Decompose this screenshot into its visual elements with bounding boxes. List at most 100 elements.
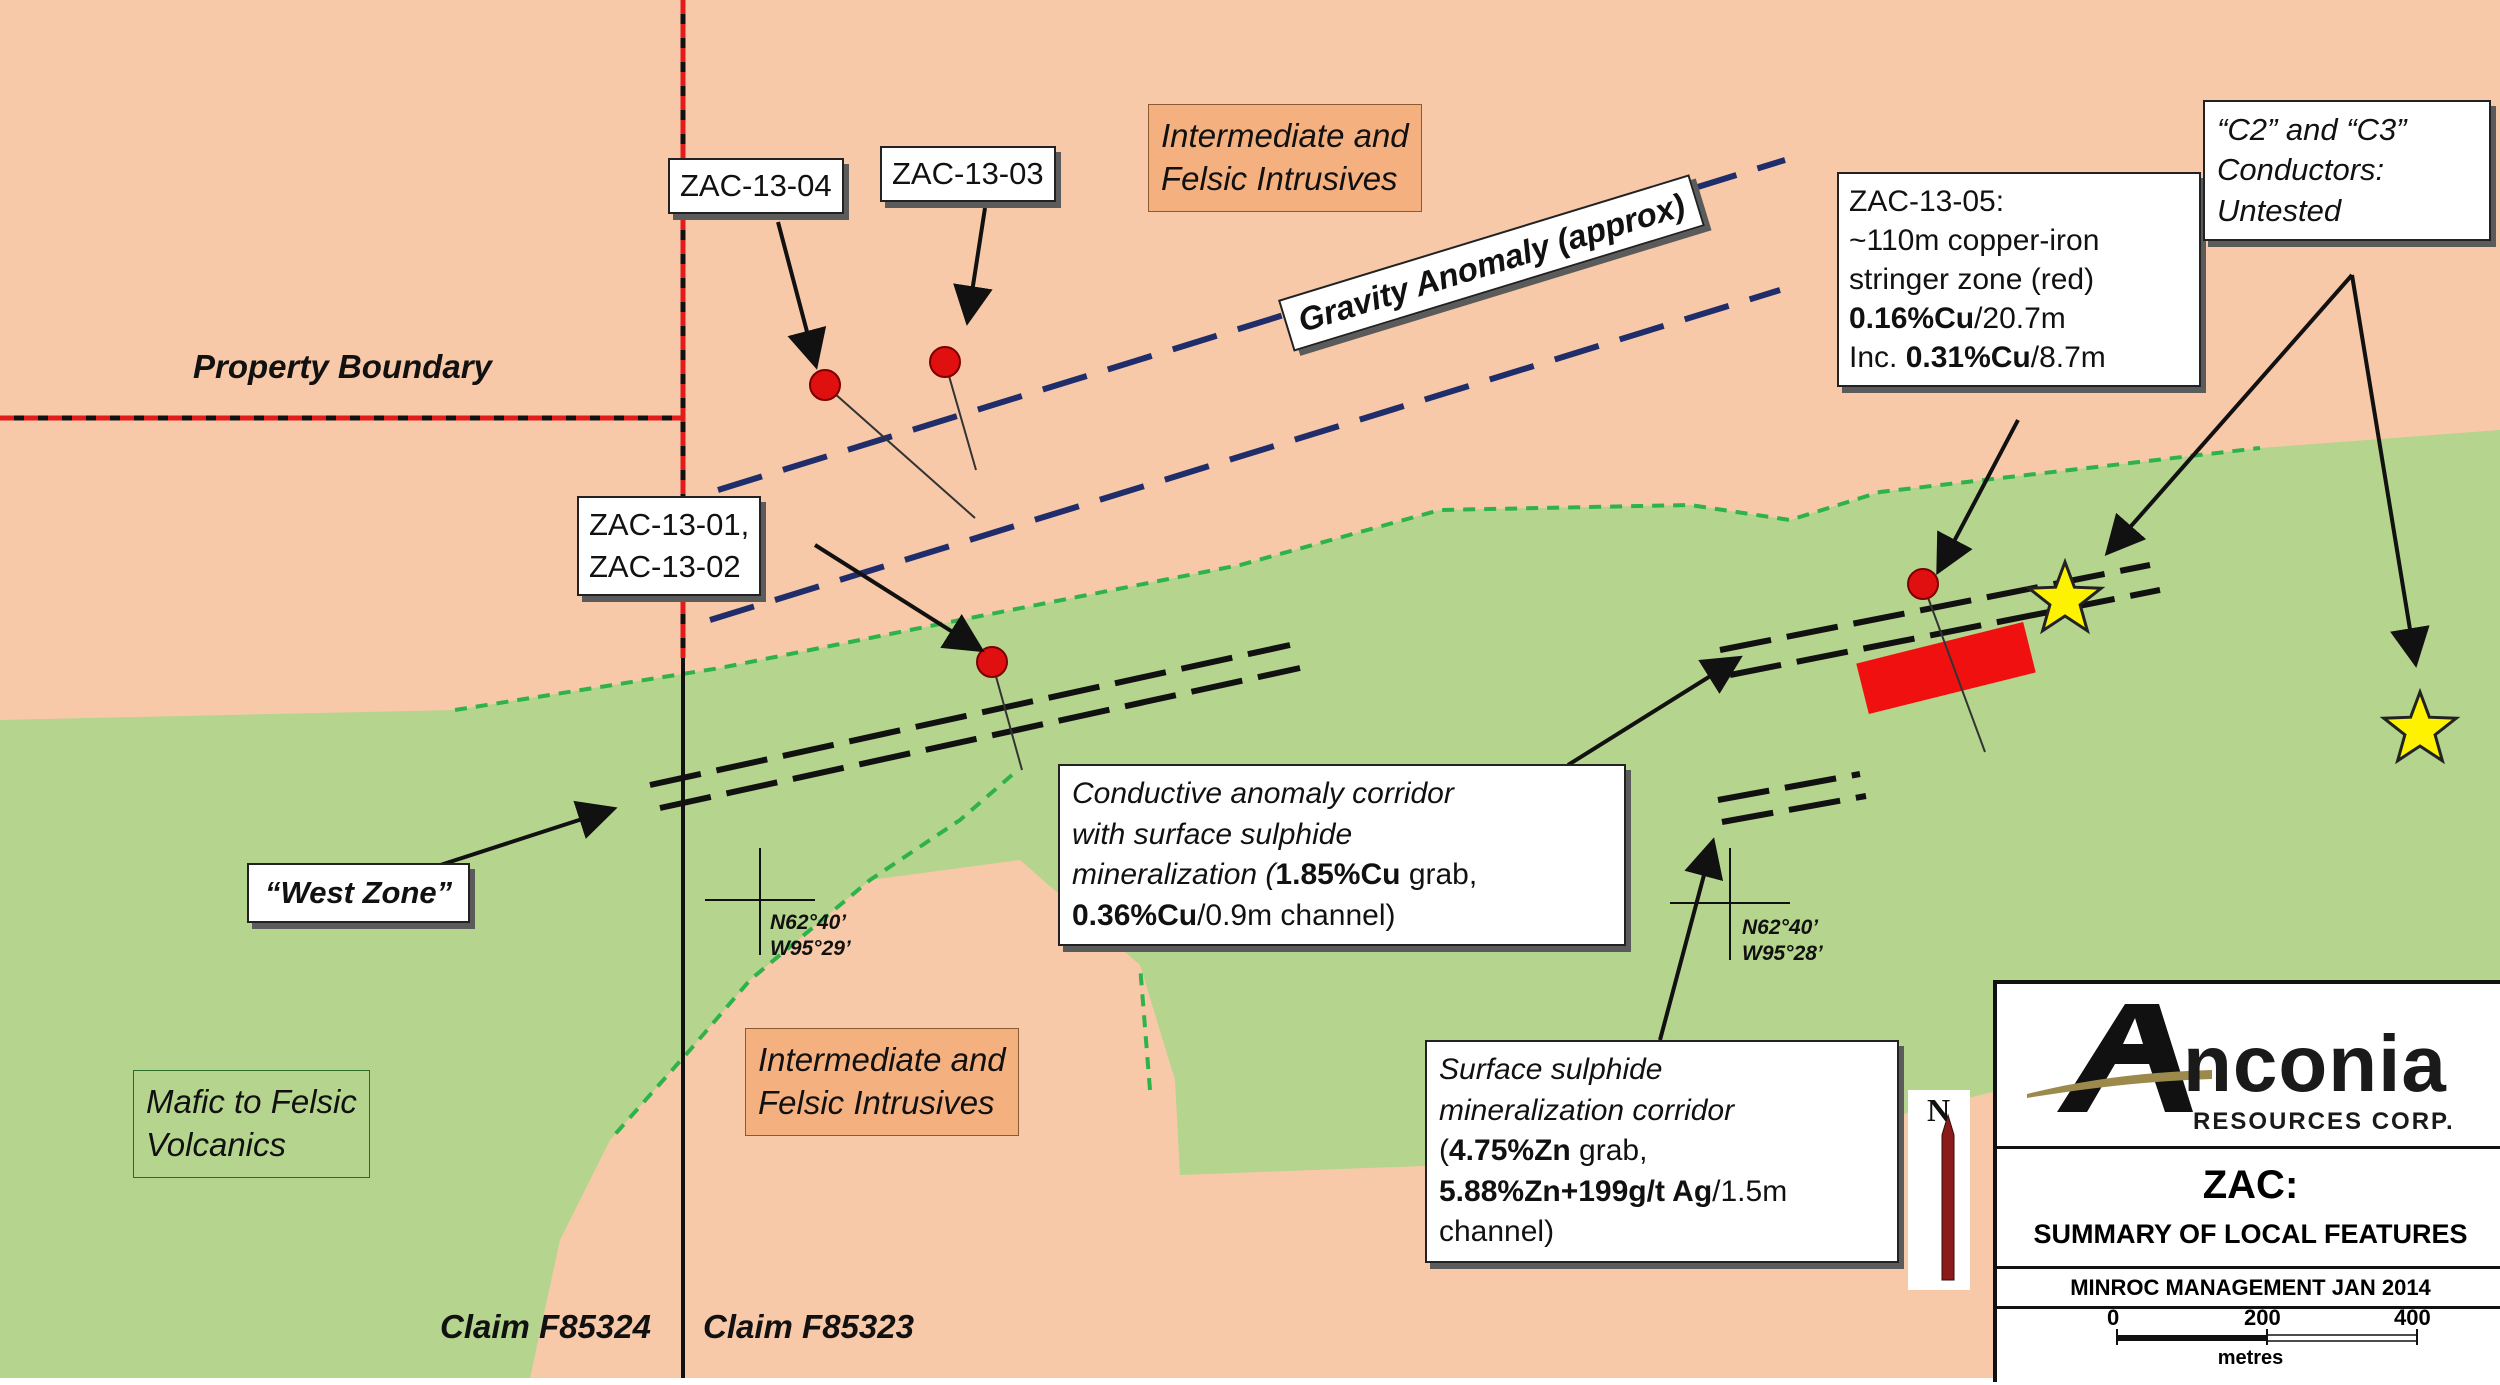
conductor-west-a — [649, 642, 1291, 788]
callout-conductive-corridor: Conductive anomaly corridor with surface… — [1058, 764, 1626, 946]
scale-tick-200: 200 — [2244, 1305, 2281, 1330]
scale-tick-400: 400 — [2394, 1305, 2431, 1330]
callout-sulphide-corridor: Surface sulphide mineralization corridor… — [1425, 1040, 1899, 1263]
scale-unit: metres — [2217, 1347, 2284, 1369]
unit-label-line: Intermediate and — [1161, 117, 1409, 154]
star-c2 — [2024, 557, 2106, 635]
callout-text: ZAC-13-04 — [680, 168, 832, 203]
callout-text: Conductive anomaly corridor — [1072, 777, 1454, 810]
claim-label-right: Claim F85323 — [703, 1308, 914, 1345]
callout-assay-line: mineralization (1.85%Cu grab, — [1072, 855, 1612, 896]
map-subtitle: SUMMARY OF LOCAL FEATURES — [2033, 1219, 2468, 1249]
callout-text: Surface sulphide — [1439, 1053, 1663, 1086]
callout-zac-13-04: ZAC-13-04 — [668, 158, 844, 214]
title-block: nconia RESOURCES CORP. ZAC: SUMMARY OF L… — [1993, 980, 2500, 1382]
assay-prefix: mineralization ( — [1072, 858, 1276, 891]
sulphide-corridor-b — [1721, 793, 1867, 825]
sulphide-corridor-a — [1717, 771, 1861, 803]
north-arrow-label: N — [1927, 1092, 1951, 1128]
arrow-west-zone — [424, 800, 618, 872]
map-title: ZAC: — [2202, 1163, 2299, 1207]
assay-interval: /0.9m channel) — [1197, 898, 1396, 932]
arrow-conductive-corridor — [1566, 655, 1743, 767]
unit-label-volcanics: Mafic to Felsic Volcanics — [133, 1070, 370, 1178]
callout-assay-line: (4.75%Zn grab, — [1439, 1131, 1885, 1172]
property-boundary-label: Property Boundary — [193, 348, 492, 385]
assay-suffix: grab, — [1400, 858, 1478, 891]
unit-label-line: Felsic Intrusives — [1161, 159, 1398, 197]
drill-trace-zac-13-01 — [991, 661, 1023, 771]
drill-collar-zac-13-05 — [1907, 568, 1939, 600]
coord-lat: N62°40’ — [1742, 916, 1819, 939]
gravity-anomaly-lower — [709, 287, 1781, 623]
callout-text: with surface sulphide — [1072, 817, 1353, 851]
assay-prefix: ( — [1439, 1134, 1449, 1167]
callout-zac-13-01: ZAC-13-01, ZAC-13-02 — [577, 496, 762, 596]
gravity-anomaly-upper — [717, 157, 1786, 493]
callout-text: ZAC-13-02 — [589, 548, 741, 584]
arrow-conductor-c3 — [2350, 274, 2430, 668]
map-author: MINROC MANAGEMENT JAN 2014 — [2070, 1275, 2431, 1300]
drill-trace-zac-13-04 — [824, 384, 976, 519]
assay-prefix: Inc. — [1849, 341, 1906, 374]
drill-collar-zac-13-04 — [809, 369, 841, 401]
callout-text: ZAC-13-05: — [1849, 185, 2005, 218]
arrow-sulphide-corridor — [1658, 837, 1724, 1041]
company-logo-text: nconia — [2183, 1019, 2447, 1108]
callout-text: ZAC-13-01, — [589, 507, 750, 542]
assay-value: 1.85%Cu — [1275, 858, 1401, 891]
unit-label-line: Volcanics — [146, 1125, 287, 1163]
unit-label-line: Felsic Intrusives — [758, 1083, 995, 1121]
scale-section: 0 200 400 metres — [1997, 1305, 2500, 1385]
assay-suffix: grab, — [1570, 1134, 1648, 1167]
callout-text: stringer zone (red) — [1849, 263, 2095, 296]
lower-contact — [608, 773, 1014, 1142]
callout-text: channel) — [1439, 1215, 1555, 1248]
star-c3 — [2379, 687, 2461, 765]
coord-lon: W95°28’ — [1742, 942, 1823, 966]
conductor-east-a — [1719, 562, 2151, 653]
assay-interval: /1.5m — [1712, 1174, 1788, 1208]
coord-label-1: N62°40’ W95°29’ — [770, 910, 851, 963]
company-logo-mark — [2027, 1004, 2212, 1112]
callout-conductors: “C2” and “C3” Conductors: Untested — [2203, 100, 2491, 241]
assay-value: 4.75%Zn — [1449, 1134, 1571, 1167]
assay-interval: /20.7m — [1974, 302, 2066, 335]
callout-text: “C2” and “C3” — [2217, 112, 2407, 147]
callout-assay-line: 0.16%Cu/20.7m — [1849, 299, 2189, 338]
unit-label-intrusive-south: Intermediate and Felsic Intrusives — [745, 1028, 1019, 1136]
arrow-conductor-c2 — [2104, 273, 2354, 557]
drill-trace-zac-13-03 — [944, 361, 977, 471]
unit-label-line: Intermediate and — [758, 1041, 1006, 1078]
callout-text: ~110m copper-iron — [1849, 224, 2100, 257]
coord-lat: N62°40’ — [770, 911, 847, 934]
assay-value: 5.88%Zn+199g/t Ag — [1439, 1174, 1713, 1208]
callout-text: ZAC-13-03 — [892, 156, 1044, 191]
arrow-zac-13-04 — [776, 221, 827, 370]
arrow-zac-13-03 — [953, 207, 993, 326]
assay-value: 0.31%Cu — [1905, 341, 2031, 374]
conductor-east-b — [1729, 587, 2161, 678]
scale-tick-0: 0 — [2107, 1305, 2120, 1330]
callout-text: Untested — [2217, 192, 2342, 228]
author-section: MINROC MANAGEMENT JAN 2014 — [1997, 1266, 2500, 1307]
drill-collar-zac-13-01 — [976, 646, 1008, 678]
drill-trace-zac-13-05 — [1922, 583, 1986, 753]
callout-text: Conductors: — [2217, 152, 2385, 188]
conductor-west-b — [659, 665, 1301, 811]
callout-assay-line: Inc. 0.31%Cu/8.7m — [1849, 338, 2189, 377]
company-logo-subtext: RESOURCES CORP. — [2193, 1108, 2455, 1135]
claim-label-left: Claim F85324 — [440, 1308, 651, 1345]
callout-zac-13-05: ZAC-13-05: ~110m copper-iron stringer zo… — [1837, 172, 2201, 387]
map-title-section: ZAC: SUMMARY OF LOCAL FEATURES — [1997, 1146, 2500, 1267]
callout-west-zone: “West Zone” — [247, 863, 471, 923]
coord-lon: W95°29’ — [770, 937, 851, 961]
unit-label-intrusive-north: Intermediate and Felsic Intrusives — [1148, 104, 1422, 212]
assay-value: 0.36%Cu — [1072, 898, 1198, 932]
arrow-zac-13-01 — [813, 543, 985, 653]
stringer-zone — [1856, 621, 2036, 715]
north-arrow-graphic — [1908, 1090, 1970, 1290]
callout-assay-line: 5.88%Zn+199g/t Ag/1.5m — [1439, 1172, 1885, 1213]
drill-collar-zac-13-03 — [929, 346, 961, 378]
